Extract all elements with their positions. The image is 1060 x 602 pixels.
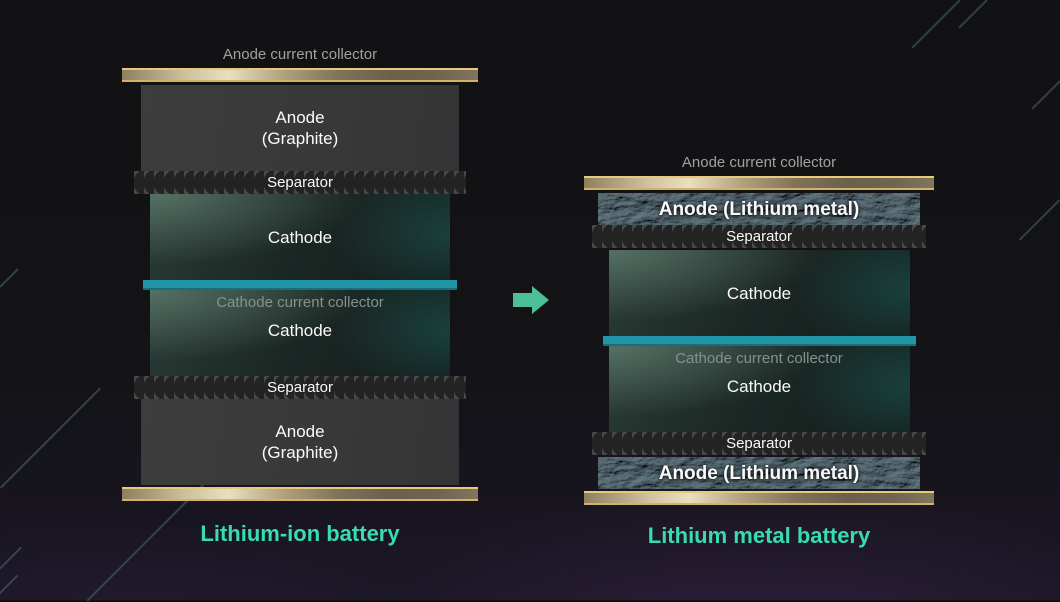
- separator-layer: Separator: [592, 432, 926, 455]
- separator-label: Separator: [267, 174, 333, 191]
- cathode-label: Cathode: [267, 227, 333, 247]
- anode-graphite-layer: Anode (Graphite): [141, 399, 459, 485]
- anode-material-label: (Graphite): [261, 443, 339, 462]
- lithium-metal-battery-title: Lithium metal battery: [647, 523, 871, 548]
- anode-lithium-metal-layer: Anode (Lithium metal): [598, 193, 920, 225]
- anode-current-collector-bar: [122, 68, 478, 82]
- lithium-metal-battery-stack: Anode current collector Anode (Lithium m…: [584, 154, 934, 549]
- cathode-current-collector-bar: [143, 280, 457, 290]
- anode-current-collector-bar: [584, 491, 934, 505]
- diagonal-line-decoration: [0, 387, 102, 489]
- diagonal-line-decoration: [911, 0, 961, 49]
- cathode-label: Cathode: [267, 321, 333, 340]
- anode-graphite-layer: Anode (Graphite): [141, 85, 459, 171]
- anode-current-collector-label: Anode current collector: [681, 154, 837, 171]
- separator-hatch-pattern: [134, 376, 466, 399]
- anode-current-collector-label: Anode current collector: [222, 46, 378, 63]
- cathode-label: Cathode: [726, 377, 792, 396]
- diagonal-line-decoration: [0, 546, 23, 570]
- separator-label: Separator: [726, 435, 792, 452]
- separator-hatch-pattern: [592, 432, 926, 455]
- separator-hatch-pattern: [592, 225, 926, 248]
- cathode-current-collector-label: Cathode current collector: [675, 350, 843, 367]
- anode-lithium-metal-layer: Anode (Lithium metal): [598, 457, 920, 489]
- separator-label: Separator: [726, 228, 792, 245]
- cathode-layer: Cathode current collector Cathode: [608, 346, 910, 432]
- anode-current-collector-bar: [122, 487, 478, 501]
- diagonal-line-decoration: [0, 574, 19, 598]
- cathode-layer: Cathode current collector Cathode: [150, 290, 450, 376]
- separator-layer: Separator: [592, 225, 926, 248]
- separator-layer: Separator: [134, 376, 466, 399]
- anode-label: Anode (Lithium metal): [658, 462, 860, 484]
- lithium-ion-battery-stack: Anode current collector Anode (Graphite)…: [122, 46, 478, 547]
- cathode-label: Cathode: [726, 283, 792, 303]
- diagonal-line-decoration: [958, 0, 988, 29]
- anode-material-label: (Graphite): [261, 129, 339, 148]
- cathode-current-collector-bar: [602, 336, 916, 346]
- anode-label: Anode: [275, 422, 325, 441]
- diagonal-line-decoration: [1018, 199, 1060, 241]
- anode-current-collector-bar: [584, 176, 934, 190]
- anode-label: Anode (Lithium metal): [658, 198, 860, 220]
- cathode-current-collector-label: Cathode current collector: [216, 294, 384, 311]
- cathode-layer: Cathode: [608, 250, 910, 336]
- right-arrow-icon: [513, 286, 549, 314]
- separator-layer: Separator: [134, 171, 466, 194]
- diagonal-line-decoration: [0, 268, 19, 288]
- separator-hatch-pattern: [134, 171, 466, 194]
- separator-label: Separator: [267, 379, 333, 396]
- diagonal-line-decoration: [1031, 80, 1060, 110]
- lithium-ion-battery-title: Lithium-ion battery: [200, 521, 400, 546]
- cathode-layer: Cathode: [150, 194, 450, 280]
- anode-label: Anode: [275, 108, 325, 127]
